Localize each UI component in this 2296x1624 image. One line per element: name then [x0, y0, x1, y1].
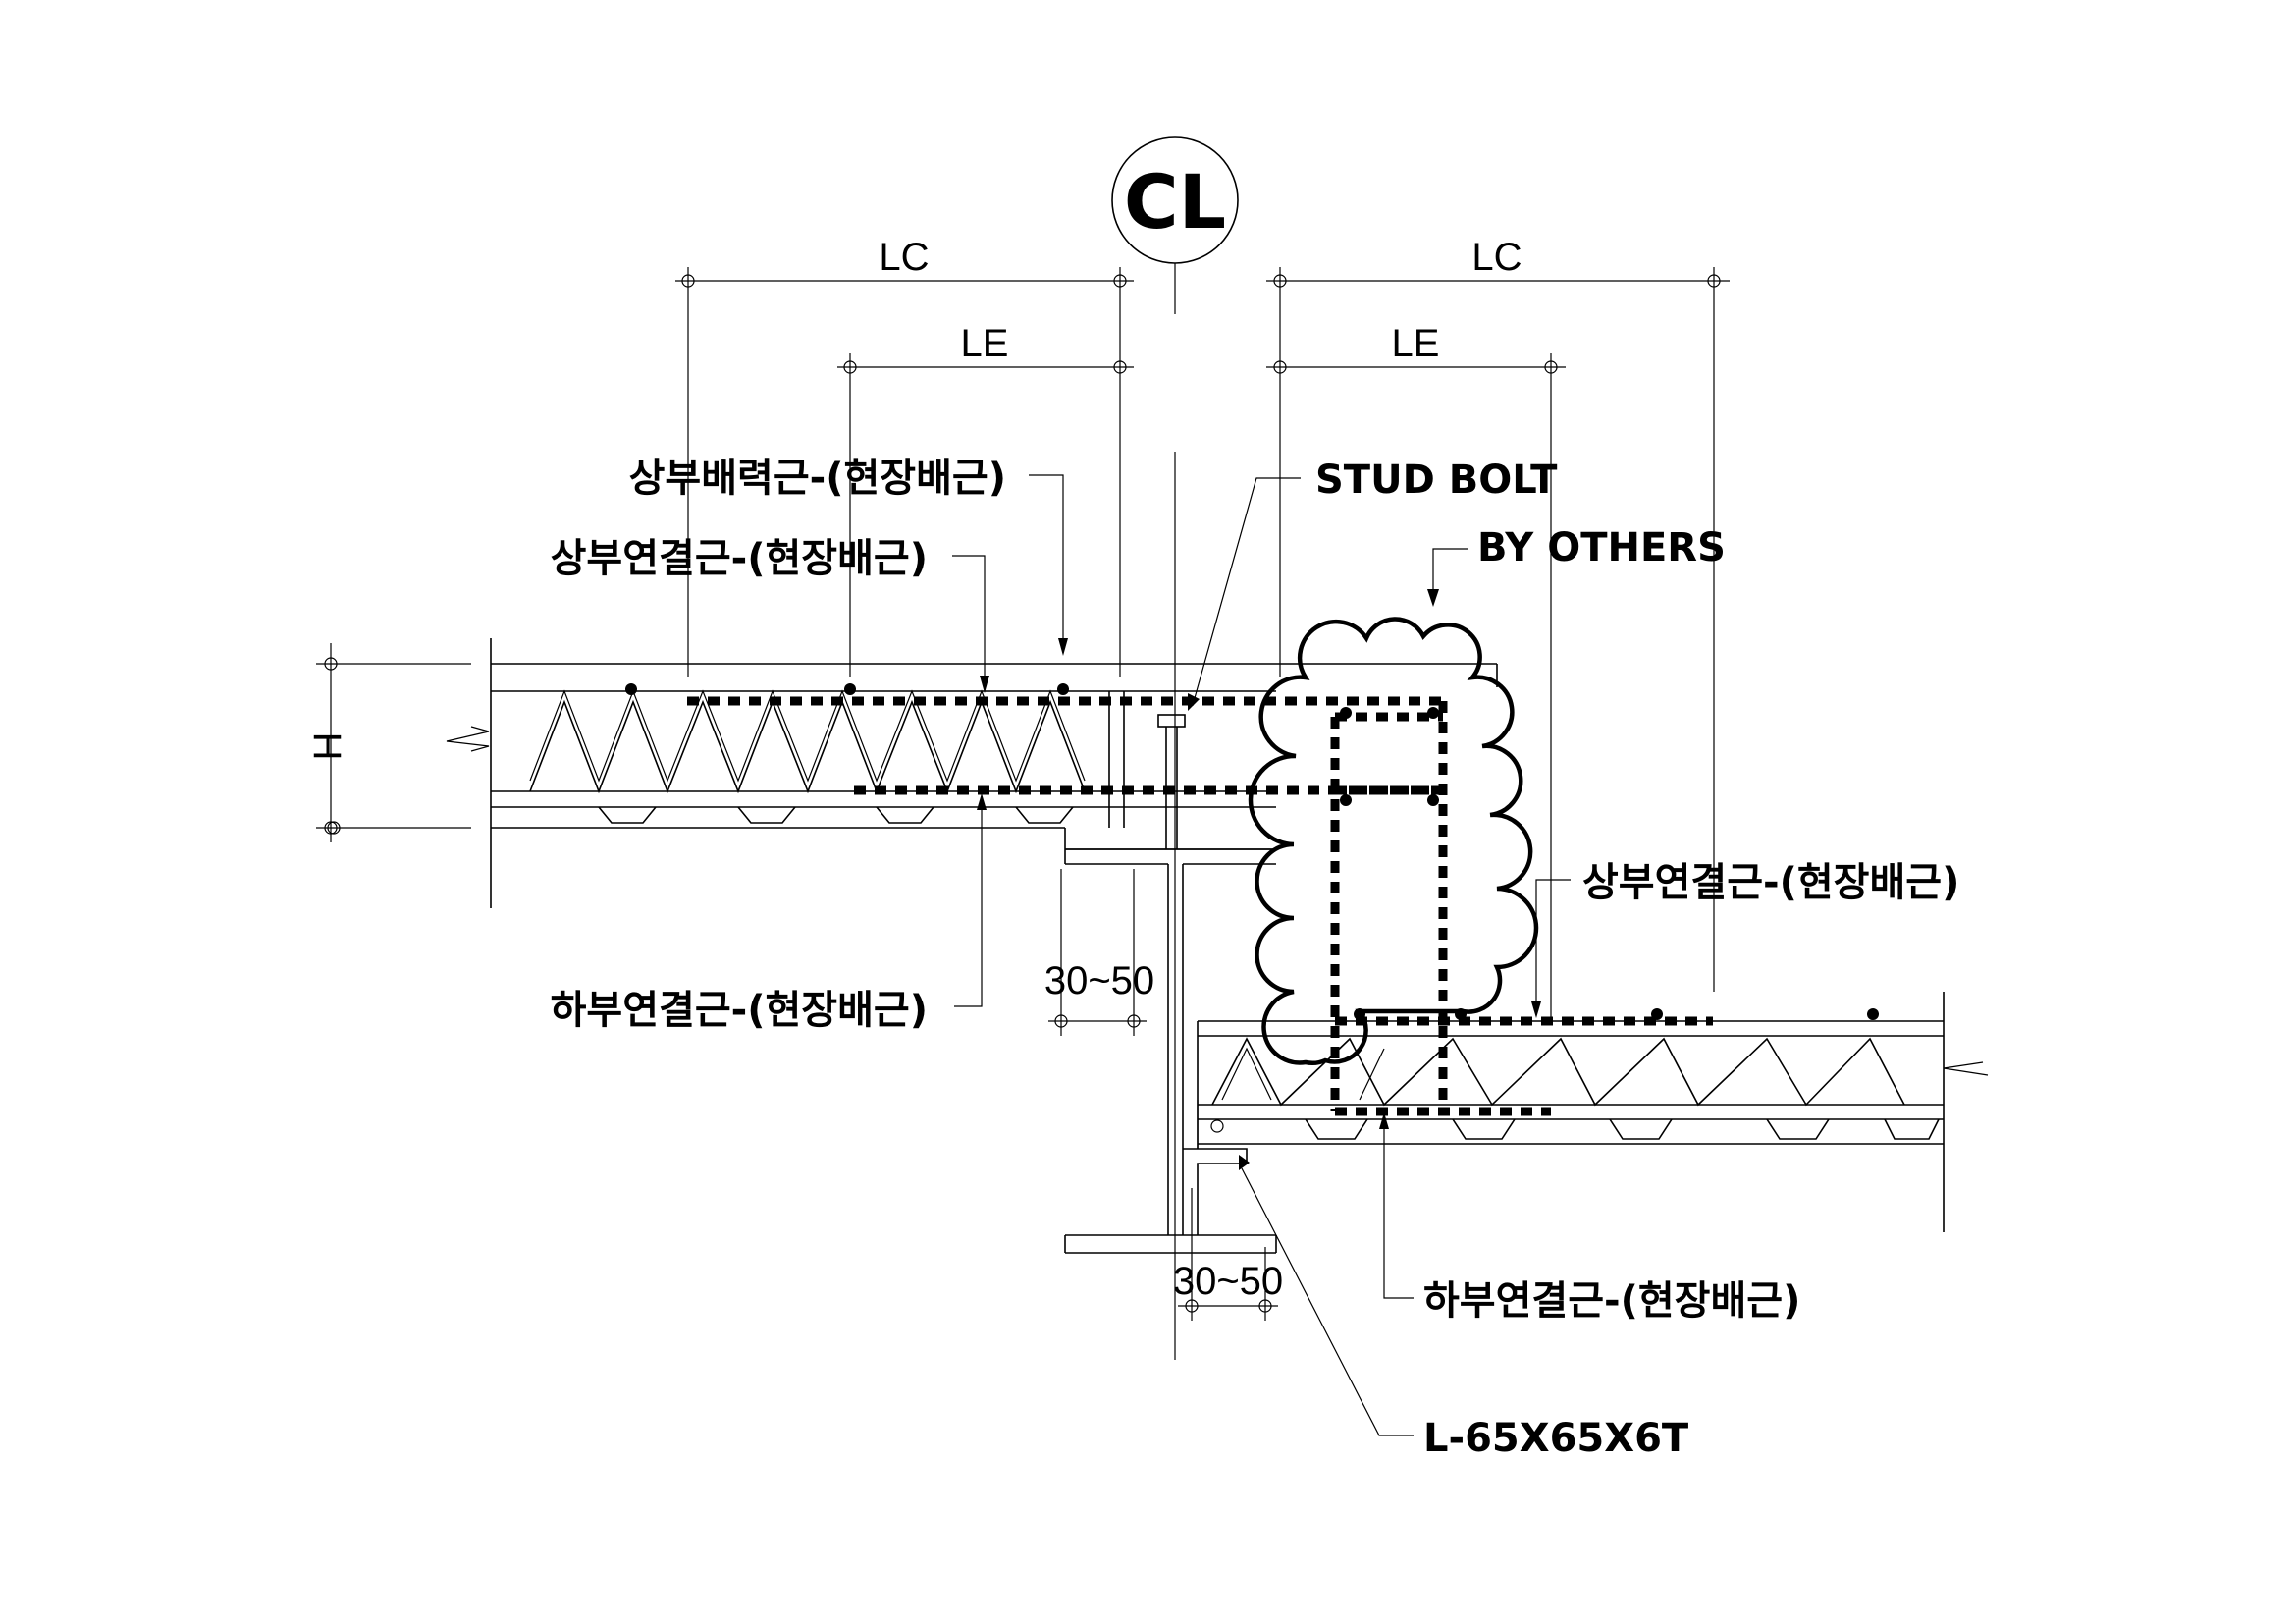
dim-lc-right: LC	[1471, 236, 1522, 279]
dimension-lines	[316, 267, 1730, 1321]
right-deck-slab	[1197, 992, 1989, 1232]
label-bottom-connect-left: 하부연결근-(현장배근)	[551, 988, 928, 1033]
label-by-others: BY OTHERS	[1477, 525, 1726, 570]
dim-le-left: LE	[961, 322, 1009, 365]
centerline-text: CL	[1124, 158, 1226, 245]
dim-height: H	[305, 732, 348, 761]
label-top-connect-left: 상부연결근-(현장배근)	[551, 536, 928, 581]
rebar-dots	[625, 683, 1879, 1020]
label-angle: L-65X65X6T	[1423, 1416, 1689, 1461]
revision-cloud	[1248, 617, 1539, 1065]
label-top-main-rebar: 상부배력근-(현장배근)	[629, 456, 1006, 501]
label-top-connect-right: 상부연결근-(현장배근)	[1582, 860, 1959, 905]
label-bottom-connect-right: 하부연결근-(현장배근)	[1423, 1278, 1800, 1324]
dim-le-right: LE	[1392, 322, 1440, 365]
label-stud-bolt: STUD BOLT	[1315, 458, 1558, 503]
dim-gap-lower: 30~50	[1173, 1260, 1283, 1303]
leader-lines	[952, 474, 1571, 1436]
dim-lc-left: LC	[879, 236, 929, 279]
centerline-symbol: CL	[1111, 136, 1239, 1360]
dim-gap-upper: 30~50	[1044, 959, 1154, 1002]
rebar-dashed	[687, 696, 1713, 1116]
